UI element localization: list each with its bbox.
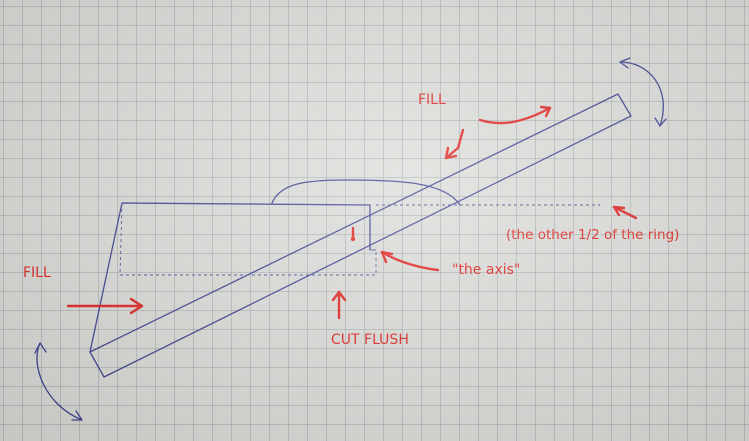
- rotation-arrow-top-right: [619, 57, 667, 127]
- label-fill-top: FILL: [418, 92, 446, 108]
- rotation-arrow-bottom-left: [34, 342, 83, 421]
- label-the-axis: "the axis": [452, 262, 521, 278]
- axis-pointer-arrow: [380, 250, 440, 272]
- ring-half: [271, 179, 461, 206]
- cut-flush-arrow: [331, 290, 347, 320]
- other-half-arrow: [612, 205, 638, 220]
- label-fill-left: FILL: [23, 265, 51, 281]
- label-cut-flush: CUT FLUSH: [331, 332, 409, 348]
- block-outline: [89, 202, 377, 353]
- fill-top-down-arrow: [444, 128, 465, 160]
- fill-left-arrow: [66, 297, 144, 315]
- inclined-bar: [89, 93, 632, 378]
- fill-top-arrow: [478, 105, 552, 125]
- label-other-half: (the other 1/2 of the ring): [506, 227, 680, 243]
